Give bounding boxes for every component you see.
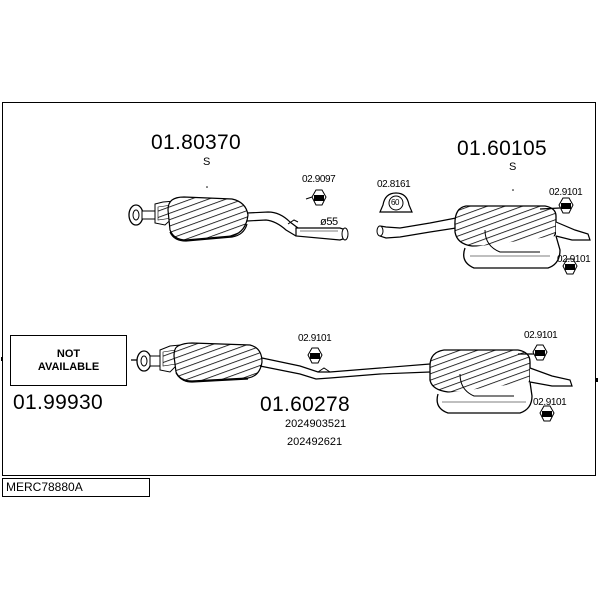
fitting-code: 02.9101 xyxy=(549,187,583,198)
reference-number: 2024903521 xyxy=(285,418,347,430)
hanger-icon xyxy=(307,347,323,364)
hanger-icon xyxy=(539,405,555,422)
fitting-code: 02.9101 xyxy=(557,254,591,265)
fitting-code: 02.8161 xyxy=(377,179,411,190)
clamp-size: 60 xyxy=(391,198,400,207)
reference-number: 202492621 xyxy=(287,436,343,448)
part-code: 01.60105 xyxy=(457,137,547,160)
hanger-icon xyxy=(558,197,574,214)
rear-silencer-top xyxy=(376,205,591,269)
hanger-icon xyxy=(562,258,578,275)
marker-dot xyxy=(512,189,514,191)
right-edge-marker xyxy=(596,378,598,382)
hanger-icon xyxy=(305,189,327,206)
diagram-code: MERC78880A xyxy=(2,478,150,497)
front-silencer-top xyxy=(128,196,349,242)
left-edge-marker xyxy=(1,357,3,361)
clamp-icon xyxy=(379,192,413,213)
part-code: 01.60278 xyxy=(260,393,350,416)
fitting-code: 02.9101 xyxy=(533,397,567,408)
fitting-code: 02.9101 xyxy=(298,333,332,344)
fitting-code: 02.9101 xyxy=(524,330,558,341)
hanger-icon xyxy=(532,344,548,361)
not-available-box: NOT AVAILABLE xyxy=(10,335,127,386)
not-available-line: NOT xyxy=(56,347,81,360)
not-available-line: AVAILABLE xyxy=(37,360,100,373)
fitting-code: 02.9097 xyxy=(302,174,336,185)
pipe-diameter: ø55 xyxy=(320,216,338,228)
part-code: 01.80370 xyxy=(151,131,241,154)
part-code: 01.99930 xyxy=(13,391,103,414)
part-marker: S xyxy=(509,161,517,173)
diagram-frame xyxy=(2,102,596,476)
main-system-bottom xyxy=(131,342,573,414)
part-marker: S xyxy=(203,156,211,168)
marker-dot xyxy=(206,186,208,188)
